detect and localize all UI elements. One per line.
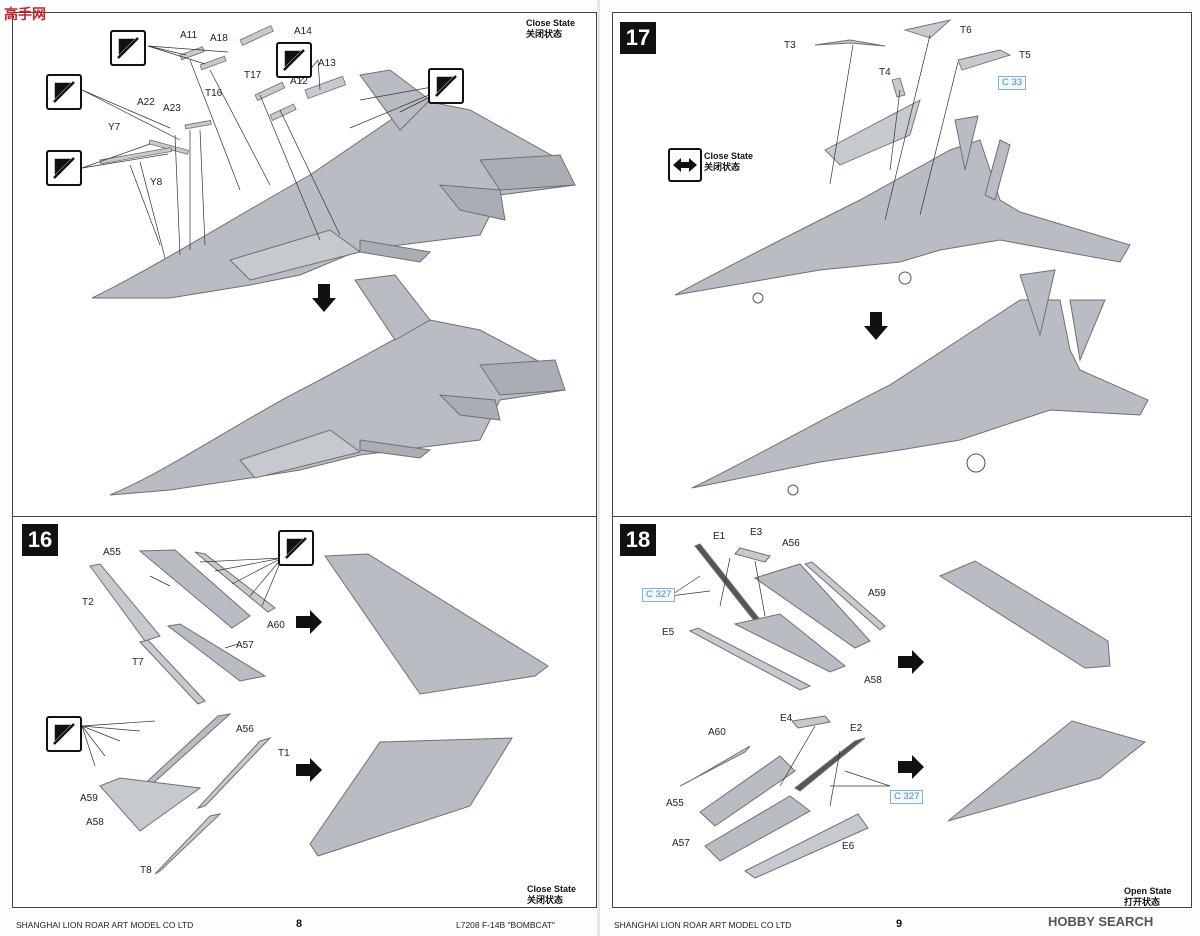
part-label: A56 bbox=[236, 724, 254, 735]
step17-leaders bbox=[829, 34, 959, 221]
paint-ref: C 33 bbox=[998, 76, 1027, 90]
apply-decal-icon bbox=[278, 530, 314, 566]
part-label: T2 bbox=[82, 597, 94, 608]
apply-decal-icon bbox=[276, 42, 312, 78]
open-close-icon bbox=[668, 148, 702, 182]
step18-wing-open-bottom bbox=[947, 720, 1147, 822]
decal-glyph-icon bbox=[283, 49, 305, 71]
part-label: E5 bbox=[662, 627, 675, 638]
step16-arrow-right-2 bbox=[296, 758, 322, 782]
part-label: A55 bbox=[103, 547, 121, 558]
step-number: 16 bbox=[22, 524, 58, 556]
part-label: A60 bbox=[708, 727, 726, 738]
part-label: T8 bbox=[140, 865, 152, 876]
decal-glyph-icon bbox=[53, 157, 75, 179]
footer-company: SHANGHAI LION ROAR ART MODEL CO LTD bbox=[16, 920, 194, 930]
jet-right-lower bbox=[691, 269, 1149, 489]
step16-state: Close State 关闭状态 bbox=[527, 884, 577, 905]
step16-wing-closed bbox=[309, 553, 549, 857]
part-label: A57 bbox=[236, 640, 254, 651]
step17-state: Close State 关闭状态 bbox=[704, 151, 754, 172]
part-label: A23 bbox=[163, 103, 181, 114]
apply-decal-icon bbox=[46, 716, 82, 752]
site-watermark-bottom: HOBBY SEARCH bbox=[1048, 914, 1154, 929]
step16-leaders bbox=[81, 557, 283, 767]
step18-parts-bottom bbox=[679, 715, 869, 879]
step18-arrow-right-2 bbox=[898, 755, 924, 779]
part-label: T7 bbox=[132, 657, 144, 668]
step-number: 17 bbox=[620, 22, 656, 54]
step16-illustration bbox=[81, 549, 549, 875]
footer-company: SHANGHAI LION ROAR ART MODEL CO LTD bbox=[614, 920, 792, 930]
part-label: E2 bbox=[850, 723, 863, 734]
apply-decal-icon bbox=[110, 30, 146, 66]
page-number: 9 bbox=[896, 918, 903, 930]
part-label: A55 bbox=[666, 798, 684, 809]
part-label: A13 bbox=[318, 58, 336, 69]
step18-arrow-right-1 bbox=[898, 650, 924, 674]
jet-upper bbox=[91, 69, 576, 299]
part-label: T6 bbox=[960, 25, 972, 36]
part-label: A58 bbox=[864, 675, 882, 686]
part-label: A59 bbox=[868, 588, 886, 599]
part-label: T17 bbox=[244, 70, 262, 81]
step18-illustration bbox=[669, 543, 1147, 879]
part-label: T1 bbox=[278, 748, 290, 759]
paint-ref: C 327 bbox=[642, 588, 676, 602]
landing-gear bbox=[752, 271, 986, 496]
part-label: A60 bbox=[267, 620, 285, 631]
step17-parts bbox=[814, 19, 1012, 166]
step16-arrow-right-1 bbox=[296, 610, 322, 634]
part-label: A58 bbox=[86, 817, 104, 828]
part-label: A57 bbox=[672, 838, 690, 849]
part-label: A18 bbox=[210, 33, 228, 44]
apply-decal-icon bbox=[46, 150, 82, 186]
part-label: A59 bbox=[80, 793, 98, 804]
paint-ref: C 327 bbox=[890, 790, 924, 804]
part-label: T3 bbox=[784, 40, 796, 51]
part-label: A11 bbox=[180, 30, 198, 41]
decal-glyph-icon bbox=[285, 537, 307, 559]
step18-wing-open-top bbox=[938, 560, 1111, 669]
part-label: A14 bbox=[294, 26, 312, 37]
jet-lower bbox=[109, 274, 566, 496]
footer-product: L7208 F-14B "BOMBCAT" bbox=[456, 920, 555, 930]
part-label: T5 bbox=[1019, 50, 1031, 61]
double-arrow-icon bbox=[673, 158, 697, 172]
step-number: 18 bbox=[620, 524, 656, 556]
apply-decal-icon bbox=[428, 68, 464, 104]
decal-glyph-icon bbox=[435, 75, 457, 97]
step15-state: Close State 关闭状态 bbox=[526, 18, 576, 39]
step15-arrow-down bbox=[312, 284, 336, 312]
part-label: A12 bbox=[290, 76, 308, 87]
part-label: E6 bbox=[842, 841, 855, 852]
step18-state: Open State 打开状态 bbox=[1124, 886, 1172, 907]
part-label: E1 bbox=[713, 531, 726, 542]
step15-illustration bbox=[81, 25, 576, 496]
page-number: 8 bbox=[296, 918, 303, 930]
part-label: E3 bbox=[750, 527, 763, 538]
step18-parts-top bbox=[688, 543, 886, 691]
step17-illustration bbox=[674, 19, 1149, 496]
part-label: T4 bbox=[879, 67, 891, 78]
part-label: Y8 bbox=[150, 177, 163, 188]
right-page: 17 Close bbox=[600, 0, 1200, 936]
decal-glyph-icon bbox=[53, 723, 75, 745]
decal-glyph-icon bbox=[53, 81, 75, 103]
site-watermark: 高手网 bbox=[4, 6, 46, 22]
decal-glyph-icon bbox=[117, 37, 139, 59]
step18-leaders bbox=[669, 557, 891, 807]
jet-right-upper bbox=[674, 115, 1131, 296]
part-label: T16 bbox=[205, 88, 223, 99]
part-label: E4 bbox=[780, 713, 793, 724]
apply-decal-icon bbox=[46, 74, 82, 110]
part-label: A56 bbox=[782, 538, 800, 549]
step-divider bbox=[12, 516, 596, 517]
part-label: Y7 bbox=[108, 122, 121, 133]
step17-arrow-down bbox=[864, 312, 888, 340]
step16-parts bbox=[89, 549, 276, 875]
step-divider bbox=[612, 516, 1191, 517]
left-page: 高手网 Close State 关闭状态 bbox=[4, 6, 597, 930]
part-label: A22 bbox=[137, 97, 155, 108]
